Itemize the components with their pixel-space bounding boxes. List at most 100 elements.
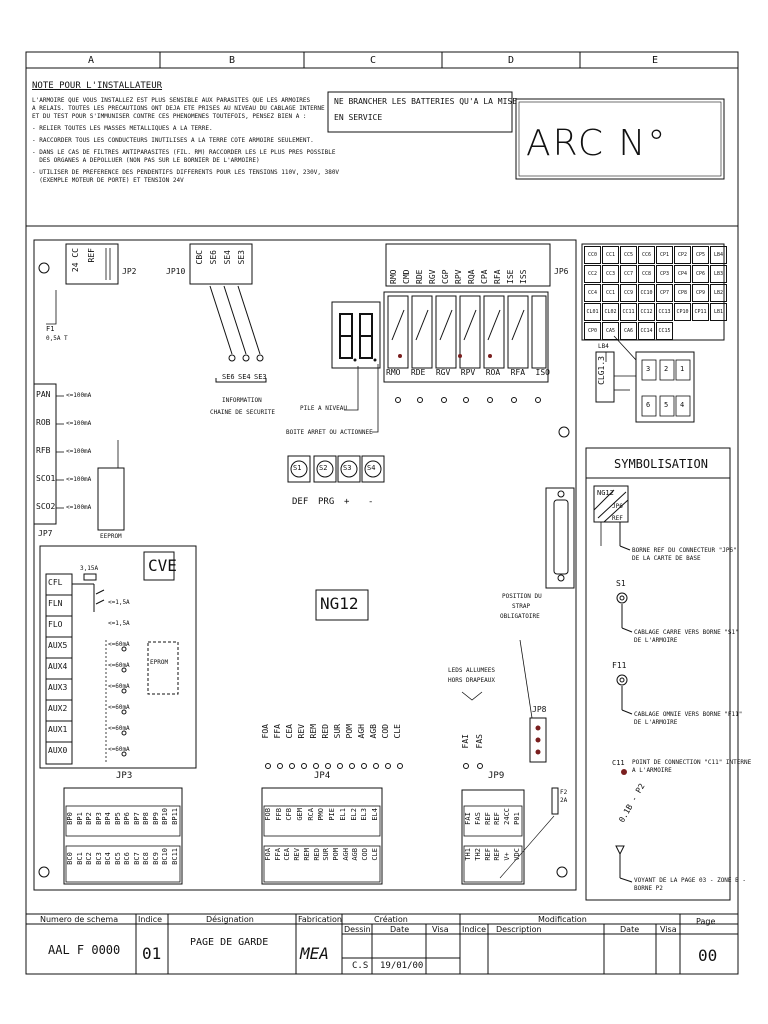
connector-cell xyxy=(674,322,691,340)
clg-label: CLG1.3 xyxy=(597,356,606,385)
connector-cell: CA6 xyxy=(620,322,637,340)
mid-label: CLE xyxy=(393,724,402,739)
jp9-terminal-label: V+ xyxy=(503,852,512,861)
column-header-a: A xyxy=(88,55,95,66)
connector-cell: CP6 xyxy=(692,265,709,283)
jp6-label: ISS xyxy=(519,269,528,284)
connector-cell: CP3 xyxy=(656,265,673,283)
jp9-terminal-label: P01 xyxy=(512,812,521,825)
cve-output-limit: <=1,5A xyxy=(108,620,130,627)
small-number: 2 xyxy=(664,365,669,373)
connector-cell: CP8 xyxy=(674,284,691,302)
jp9-terminal-label: REF xyxy=(493,848,502,861)
led-label-fas: FAS xyxy=(475,734,484,749)
cve-row: AUX2<=60mA xyxy=(48,704,130,725)
cve-output-name: FLO xyxy=(48,620,63,629)
note-title: NOTE POUR L'INSTALLATEUR xyxy=(32,81,163,91)
cve-output-name: AUX5 xyxy=(48,641,68,650)
symbol-ref: REF xyxy=(612,515,623,522)
cve-output-name: AUX0 xyxy=(48,746,68,755)
output-row: SCO1<=100mA xyxy=(36,474,91,502)
cve-row: AUX0 <=60mA xyxy=(48,746,130,767)
tb-header-dessin: Dessin xyxy=(344,925,371,934)
cve-output-limit: <=60mA xyxy=(108,746,130,753)
connector-cell: CC7 xyxy=(620,265,637,283)
column-header-b: B xyxy=(229,55,236,66)
safety-label-se4: SE4 xyxy=(238,373,251,381)
symbol-item5-line2: BORNE P2 xyxy=(634,885,663,892)
output-limit: <=100mA xyxy=(66,420,92,427)
cve-output-limit: <=1,5A xyxy=(108,599,130,606)
fuse-f2-rating: 2A xyxy=(560,797,568,804)
connector-cell: LB4 xyxy=(710,246,727,264)
tb-fabrication-value: MEA xyxy=(300,944,329,963)
fuse-f2-label: F2 xyxy=(560,789,568,796)
button-caption-prg: PRG xyxy=(318,497,335,507)
small-number: 3 xyxy=(646,365,651,373)
mid-label: POM xyxy=(345,724,354,739)
cve-title: CVE xyxy=(148,556,177,575)
output-row: PAN<=100mA xyxy=(36,390,91,418)
connector-cell: CC3 xyxy=(602,265,619,283)
tb-header-schema: Numero de schema xyxy=(40,915,119,924)
column-header-e: E xyxy=(652,55,659,66)
note-line: - RACCORDER TOUS LES CONDUCTEURS INUTILI… xyxy=(32,137,314,144)
leds-caption-2: HORS DRAPEAUX xyxy=(448,677,495,684)
jp4-terminal-label: EL1 xyxy=(338,808,347,821)
mid-terminal-labels: FOA FFA CEA REV REM RED SUR POM AGH AGB … xyxy=(261,724,402,739)
tb-date-value: 19/01/00 xyxy=(380,961,424,971)
jp4-terminal-label: REM xyxy=(302,848,311,861)
jp9-terminal-label: TH2 xyxy=(473,848,482,861)
jp3-terminal-label: BP10 xyxy=(161,808,170,825)
note-line: L'ARMOIRE QUE VOUS INSTALLEZ EST PLUS SE… xyxy=(32,97,311,104)
connector-cell: CC1 xyxy=(602,284,619,302)
connector-cell: CC9 xyxy=(620,284,637,302)
button-s3: S3 xyxy=(343,464,352,472)
connector-cell: LB1 xyxy=(710,303,727,321)
button-s2: S2 xyxy=(319,464,328,472)
cve-row: AUX5<=60mA xyxy=(48,641,130,662)
tb-header-visa2: Visa xyxy=(660,925,677,934)
jp3-terminal-label: BP4 xyxy=(104,812,113,825)
jp8-title: JP8 xyxy=(532,705,547,714)
connector-cell: CC12 xyxy=(638,303,655,321)
jp6-label: CGP xyxy=(441,269,450,284)
jp4-terminal-label: EL4 xyxy=(370,808,379,821)
outer-frame xyxy=(25,51,739,975)
jp4-terminal-label: EL3 xyxy=(360,808,369,821)
jp6-label: RFA xyxy=(493,269,502,284)
jp3-terminal-label: BP11 xyxy=(170,808,179,825)
cve-output-limit: <=60mA xyxy=(108,662,130,669)
jp6-label: RMO xyxy=(389,269,398,284)
cve-row: AUX1<=60mA xyxy=(48,725,130,746)
jp3-terminal-label: BP2 xyxy=(85,812,94,825)
leds-caption-1: LEDS ALLUMEES xyxy=(448,667,495,674)
relay-label: RMO xyxy=(386,368,401,377)
small-number: 5 xyxy=(664,401,669,409)
jp4-terminal-label: POM xyxy=(332,848,341,861)
mid-label: CEA xyxy=(285,724,294,739)
symbolisation-title: SYMBOLISATION xyxy=(614,457,708,471)
mid-label: FFA xyxy=(273,724,282,739)
connector-cell: CP10 xyxy=(674,303,691,321)
jp3-terminal-label: BC6 xyxy=(123,852,132,865)
jp4-terminal-label: REV xyxy=(293,848,302,861)
tb-header-indice: Indice xyxy=(138,915,163,924)
output-row: SCO2<=100mA xyxy=(36,502,91,530)
jp9-title: JP9 xyxy=(488,771,505,781)
tb-header-fabrication: Fabrication xyxy=(298,915,342,924)
cve-output-name: AUX4 xyxy=(48,662,68,671)
small-number: 4 xyxy=(680,401,685,409)
jp4-terminal-label: FOA xyxy=(264,848,272,861)
output-limit: <=100mA xyxy=(66,448,92,455)
mid-label: RED xyxy=(321,724,330,739)
cve-row: CFL xyxy=(48,578,130,599)
ng12-label: NG12 xyxy=(320,594,359,613)
jp4-terminal-label: FFB xyxy=(274,808,283,821)
cve-row: FLO <=1,5A xyxy=(48,620,130,641)
cve-output-limit: <=60mA xyxy=(108,683,130,690)
jp3-terminal-label: BC11 xyxy=(170,848,179,865)
